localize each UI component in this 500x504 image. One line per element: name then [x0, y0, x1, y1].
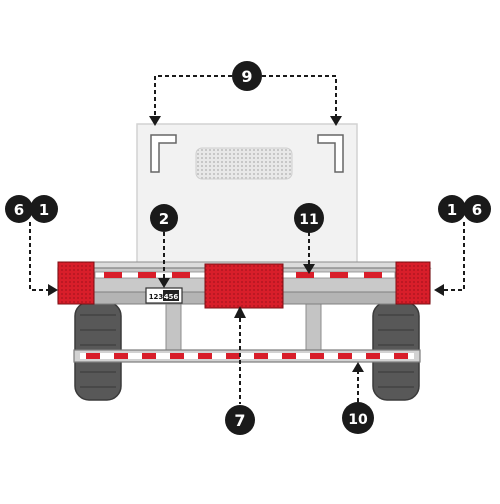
callout-11-label: 11: [299, 212, 318, 228]
arrowhead-1-left: [48, 284, 58, 296]
callout-10-label: 10: [348, 412, 368, 428]
leader-line-9: [154, 75, 232, 118]
arrowhead-10: [352, 362, 364, 372]
callout-9-label: 9: [241, 67, 252, 86]
callout-6-right: 6: [463, 195, 491, 223]
arrowhead-2: [158, 278, 170, 288]
callout-7-label: 7: [234, 411, 245, 430]
guard-post-right: [305, 299, 322, 353]
leader-line-1-left: [29, 222, 50, 291]
underride-guard: [73, 349, 421, 363]
callout-1-right: 1: [438, 195, 466, 223]
leader-line-9b: [262, 75, 337, 118]
license-plate-text-right: 456: [164, 293, 179, 301]
upper-corner-marker-right: [317, 134, 344, 173]
leader-line-1-right: [442, 222, 465, 291]
callout-1-right-label: 1: [447, 201, 457, 219]
upper-corner-marker-left: [150, 134, 177, 173]
callout-10: 10: [342, 402, 374, 434]
callout-7: 7: [225, 405, 255, 435]
callout-6-left: 6: [5, 195, 33, 223]
callout-11: 11: [294, 203, 324, 233]
license-plate: 123 456: [145, 287, 183, 304]
arrowhead-9-right: [330, 116, 342, 126]
callout-1-left: 1: [30, 195, 58, 223]
callout-2: 2: [150, 204, 178, 232]
rear-corner-red-left: [57, 261, 95, 305]
arrowhead-1-right: [434, 284, 444, 296]
callout-9: 9: [232, 61, 262, 91]
arrowhead-7: [234, 306, 246, 318]
callout-6-left-label: 6: [14, 201, 24, 219]
truck-cab-back: [136, 123, 358, 275]
cab-rear-window: [195, 147, 293, 180]
arrowhead-11: [303, 264, 315, 274]
license-plate-text-left: 123: [149, 293, 164, 301]
guard-post-left: [165, 299, 182, 353]
callout-2-label: 2: [159, 210, 169, 228]
callout-1-left-label: 1: [39, 201, 49, 219]
callout-6-right-label: 6: [472, 201, 482, 219]
center-rear-red-block: [204, 263, 284, 309]
arrowhead-9-left: [149, 116, 161, 126]
rear-corner-red-right: [395, 261, 431, 305]
